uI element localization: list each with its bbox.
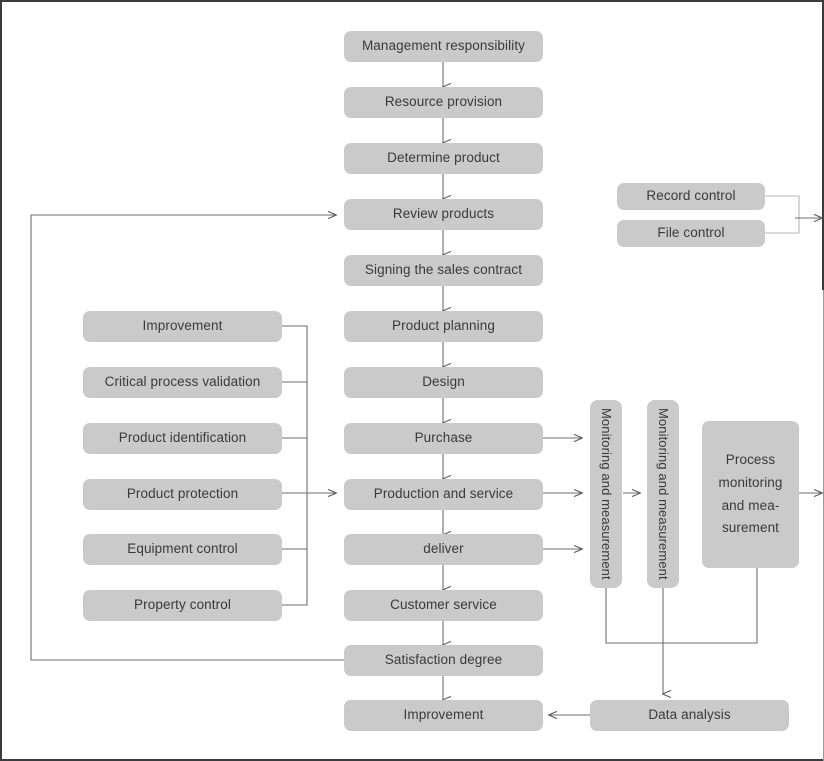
node-label: Monitoring and measurement: [598, 408, 614, 580]
node-resource-provision[interactable]: Resource provision: [344, 87, 543, 118]
node-label: Monitoring and measurement: [655, 408, 671, 580]
node-review-products[interactable]: Review products: [344, 199, 543, 230]
node-label: Review products: [392, 206, 495, 222]
node-file-control[interactable]: File control: [617, 220, 765, 247]
node-property-control[interactable]: Property control: [83, 590, 282, 621]
node-customer-service[interactable]: Customer service: [344, 590, 543, 621]
wire-improvement-support-to-bus: [282, 325, 308, 493]
wire-property-control-to-bus: [282, 493, 308, 606]
node-signing-the-sales-contract[interactable]: Signing the sales contract: [344, 255, 543, 286]
node-record-control[interactable]: Record control: [617, 183, 765, 210]
node-product-planning[interactable]: Product planning: [344, 311, 543, 342]
wire-monitoring-1-down-join: [605, 568, 758, 644]
node-improvement-main[interactable]: Improvement: [344, 700, 543, 731]
node-process-monitoring-and-measurement[interactable]: Process monitoring and mea- surement: [702, 421, 799, 568]
wire-satisfaction-feedback-to-review: [30, 215, 344, 661]
node-satisfaction-degree[interactable]: Satisfaction degree: [344, 645, 543, 676]
node-design[interactable]: Design: [344, 367, 543, 398]
wire-file-control-join: [765, 218, 800, 234]
node-label: Production and service: [373, 486, 514, 502]
node-monitoring-and-measurement-2[interactable]: Monitoring and measurement: [647, 400, 679, 588]
node-improvement-support[interactable]: Improvement: [83, 311, 282, 342]
node-product-protection[interactable]: Product protection: [83, 479, 282, 510]
node-purchase[interactable]: Purchase: [344, 423, 543, 454]
node-label: Customer service: [390, 597, 497, 613]
node-label: Equipment control: [127, 541, 238, 557]
node-label: Improvement: [142, 318, 223, 334]
node-data-analysis[interactable]: Data analysis: [590, 700, 789, 731]
node-label: Satisfaction degree: [384, 652, 503, 668]
node-label-line-2: monitoring: [718, 474, 783, 490]
node-label: Data analysis: [648, 707, 731, 723]
node-monitoring-and-measurement-1[interactable]: Monitoring and measurement: [590, 400, 622, 588]
node-deliver[interactable]: deliver: [344, 534, 543, 565]
node-label: Product identification: [118, 430, 247, 446]
node-determine-product[interactable]: Determine product: [344, 143, 543, 174]
node-label: Critical process validation: [104, 374, 261, 390]
node-critical-process-validation[interactable]: Critical process validation: [83, 367, 282, 398]
node-label: File control: [657, 225, 725, 241]
node-label-line-4: surement: [721, 520, 780, 536]
node-label: deliver: [423, 541, 464, 557]
node-label: Management responsibility: [361, 38, 526, 54]
node-product-identification[interactable]: Product identification: [83, 423, 282, 454]
node-label: Product protection: [126, 486, 239, 502]
node-production-and-service[interactable]: Production and service: [344, 479, 543, 510]
node-label: Determine product: [387, 150, 500, 166]
node-label-line-1: Process: [725, 451, 776, 467]
node-equipment-control[interactable]: Equipment control: [83, 534, 282, 565]
node-management-responsibility[interactable]: Management responsibility: [344, 31, 543, 62]
node-label: Record control: [646, 188, 736, 204]
node-label: Property control: [134, 597, 231, 613]
node-label: Product planning: [392, 318, 495, 334]
node-label: Purchase: [414, 430, 473, 446]
node-label-line-3: and mea-: [721, 497, 780, 513]
node-label: Resource provision: [384, 94, 503, 110]
node-label: Signing the sales contract: [364, 262, 523, 278]
node-label: Improvement: [403, 707, 484, 723]
node-label: Design: [422, 374, 465, 390]
wire-record-control-join: [765, 195, 800, 218]
